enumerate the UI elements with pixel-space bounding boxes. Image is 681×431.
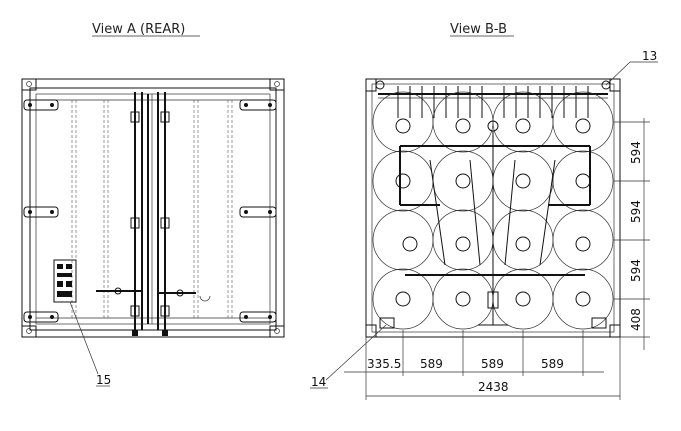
dim-h-pitch-2: 589: [481, 357, 504, 371]
container-rear-frame: [21, 78, 285, 338]
dim-v-pitch-2: 594: [629, 200, 643, 223]
cylinder: [372, 91, 434, 153]
cylinder-bundle: [372, 91, 614, 330]
dim-h-offset: 335.5: [367, 357, 401, 371]
hinge-right-bottom: [239, 311, 277, 323]
callout-14: 14: [310, 324, 387, 389]
dim-h-pitch-3: 589: [541, 357, 564, 371]
callout-14-label: 14: [311, 375, 326, 389]
dim-h-pitch-1: 589: [420, 357, 443, 371]
cylinder: [552, 209, 614, 271]
callout-13-label: 13: [642, 49, 657, 63]
hinge-left-top: [23, 99, 59, 111]
dim-overall-width: 2438: [478, 380, 509, 394]
dim-v-bottom: 408: [629, 308, 643, 331]
callout-15-label: 15: [96, 373, 111, 387]
vertical-dimensions: 594 594 594 408: [614, 118, 650, 350]
corner-casting-tr: [269, 78, 285, 91]
cylinder: [432, 150, 494, 212]
cylinder: [492, 91, 554, 153]
rear-view-title: View A (REAR): [92, 22, 185, 37]
cylinder: [492, 150, 554, 212]
cylinder: [552, 91, 614, 153]
dim-v-pitch-1: 594: [629, 141, 643, 164]
section-view-title: View B-B: [450, 22, 507, 37]
cylinder: [552, 268, 614, 330]
container-section-frame: [365, 78, 621, 338]
hinge-left-bottom: [23, 311, 59, 323]
cylinder: [552, 150, 614, 212]
hinge-right-mid: [239, 206, 277, 218]
corner-casting-br: [269, 325, 285, 338]
manifold-piping: [399, 131, 591, 326]
top-valve-stems: [397, 86, 589, 118]
corner-casting-bl: [21, 325, 37, 338]
cylinder: [432, 209, 494, 271]
dim-v-pitch-3: 594: [629, 259, 643, 282]
cylinder: [432, 268, 494, 330]
rear-view: [21, 78, 285, 338]
hinge-left-mid: [23, 206, 59, 218]
corner-casting-tl: [21, 78, 37, 91]
hinge-right-top: [239, 99, 277, 111]
cylinder: [372, 209, 434, 271]
section-view: [365, 78, 621, 338]
control-panel-15: [53, 259, 77, 303]
horizontal-dimensions: 335.5 589 589 589 2438: [344, 330, 621, 400]
cylinder: [432, 91, 494, 153]
cylinder: [492, 268, 554, 330]
cylinder: [372, 268, 434, 330]
callout-15: 15: [69, 301, 111, 387]
cylinder: [372, 150, 434, 212]
callout-13: 13: [605, 49, 658, 86]
